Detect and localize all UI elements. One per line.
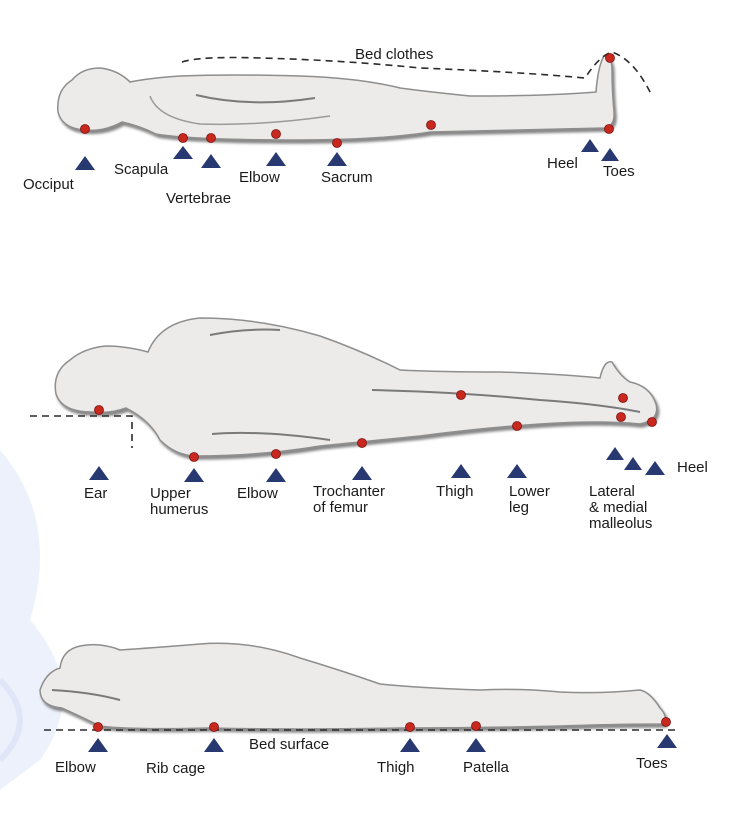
blue-triangle-icon — [89, 466, 109, 480]
pressure-point-malleolus — [617, 413, 626, 422]
pressure-point-heel — [605, 125, 614, 134]
blue-triangle-icon — [75, 156, 95, 170]
pressure-point-elbow — [94, 723, 103, 732]
pressure-point-toes — [662, 718, 671, 727]
pressure-point-occiput — [81, 125, 90, 134]
lateral-figure — [55, 318, 656, 456]
blue-triangle-icon — [266, 152, 286, 166]
pressure-point-rib-cage — [210, 723, 219, 732]
heel-label: Heel — [677, 460, 708, 476]
pressure-point-elbow — [272, 130, 281, 139]
blue-triangle-icon — [466, 738, 486, 752]
lateral-body — [55, 318, 656, 456]
watermark-shape — [0, 450, 63, 790]
rib-cage-label: Rib cage — [146, 761, 205, 777]
pressure-point-ear — [95, 406, 104, 415]
elbow-label: Elbow — [237, 486, 278, 502]
occiput-label: Occiput — [23, 177, 74, 193]
blue-triangle-icon — [606, 447, 624, 460]
ear-label: Ear — [84, 486, 107, 502]
blue-triangle-icon — [266, 468, 286, 482]
pressure-point-heel — [648, 418, 657, 427]
blue-triangle-icon — [601, 148, 619, 161]
blue-triangle-icon — [327, 152, 347, 166]
lateral-bed-line — [30, 416, 132, 448]
pressure-point-trochanter — [358, 439, 367, 448]
blue-triangle-icon — [88, 738, 108, 752]
supine-body — [58, 56, 614, 140]
pressure-point-thigh — [457, 391, 466, 400]
blue-triangle-icon — [624, 457, 642, 470]
lower-leg-label: Lower leg — [509, 484, 550, 516]
blue-triangle-icon — [400, 738, 420, 752]
patella-label: Patella — [463, 760, 509, 776]
blue-triangle-icon — [657, 734, 677, 748]
thigh-label: Thigh — [436, 484, 474, 500]
thigh-label: Thigh — [377, 760, 415, 776]
pressure-point-sacrum — [333, 139, 342, 148]
pressure-point-upper-humerus — [190, 453, 199, 462]
blue-triangle-icon — [581, 139, 599, 152]
prone-body — [40, 643, 665, 729]
toes-label: Toes — [603, 164, 635, 180]
blue-triangle-icon — [352, 466, 372, 480]
blue-triangle-icon — [204, 738, 224, 752]
blue-triangle-icon — [201, 154, 221, 168]
toes-label: Toes — [636, 756, 668, 772]
pressure-point-vertebrae — [207, 134, 216, 143]
blue-triangle-icon — [184, 468, 204, 482]
pressure-point-lower-leg — [513, 422, 522, 431]
prone-figure — [40, 643, 665, 729]
scapula-label: Scapula — [114, 162, 168, 178]
elbow-label: Elbow — [55, 760, 96, 776]
sacrum-label: Sacrum — [321, 170, 373, 186]
blue-triangle-icon — [507, 464, 527, 478]
pressure-point-toes — [606, 54, 615, 63]
blue-triangle-icon — [645, 461, 665, 475]
pressure-point-patella — [472, 722, 481, 731]
blue-triangle-icon — [173, 146, 193, 159]
trochanter-label: Trochanter of femur — [313, 484, 385, 516]
pressure-point-malleolus — [619, 394, 628, 403]
vertebrae-label: Vertebrae — [166, 191, 231, 207]
elbow-label: Elbow — [239, 170, 280, 186]
pressure-point-hip — [427, 121, 436, 130]
upper-humerus-label: Upper humerus — [150, 486, 208, 518]
bed-clothes-label: Bed clothes — [355, 47, 433, 63]
heel-label: Heel — [547, 156, 578, 172]
blue-triangle-icon — [451, 464, 471, 478]
malleolus-label: Lateral & medial malleolus — [589, 484, 652, 532]
pressure-point-thigh — [406, 723, 415, 732]
pressure-point-scapula — [179, 134, 188, 143]
bed-surface-label: Bed surface — [249, 737, 329, 753]
supine-figure — [58, 56, 614, 140]
pressure-point-elbow — [272, 450, 281, 459]
